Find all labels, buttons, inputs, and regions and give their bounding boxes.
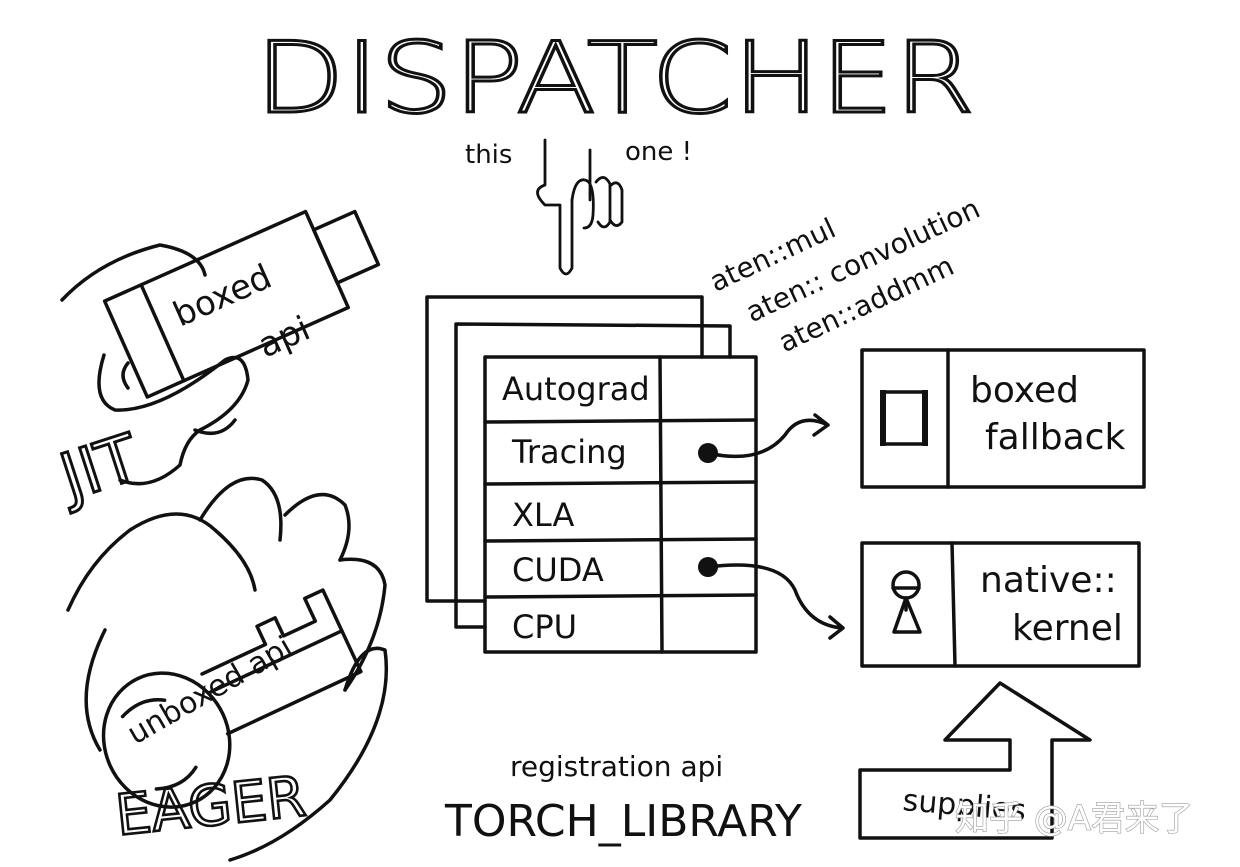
unboxed-api-key [101, 588, 363, 809]
boxed-fallback-line1: boxed [970, 370, 1079, 411]
dispatch-table-stack [425, 295, 758, 654]
boxed-fallback-box [860, 348, 1146, 489]
boxed-api-line2: api [252, 309, 316, 367]
kernel-icon [891, 570, 922, 634]
boxed-icon [880, 390, 928, 446]
supplies-arrow [858, 681, 1092, 840]
table-row-tracing: Tracing [511, 433, 627, 471]
boxed-api-device [102, 209, 381, 399]
operator-list: aten::mul aten:: convolution aten::addmm [704, 192, 984, 359]
registration-macro: TORCH_LIBRARY [444, 796, 802, 847]
boxed-api-line1: boxed [167, 257, 277, 335]
diagram-title: DISPATCHER [255, 22, 975, 136]
registration-caption: registration api [510, 750, 723, 783]
table-row-cuda: CUDA [512, 551, 604, 589]
pointer-this-label: this [465, 140, 512, 170]
native-kernel-line2: kernel [1012, 608, 1123, 649]
native-kernel-line1: native:: [980, 560, 1117, 601]
tracing-arrow [706, 413, 830, 459]
table-row-xla: XLA [512, 496, 574, 534]
boxed-fallback-line2: fallback [985, 417, 1125, 458]
pointing-hand-icon [536, 138, 624, 276]
cuda-arrow [706, 563, 845, 640]
table-row-cpu: CPU [512, 608, 577, 646]
pointer-one-label: one ! [625, 137, 692, 167]
dispatch-table [483, 355, 758, 654]
watermark: 知乎 @A君来了 [955, 799, 1193, 839]
unboxed-api-label: unboxed api [122, 630, 299, 752]
native-kernel-box [860, 541, 1141, 668]
table-row-autograd: Autograd [502, 370, 650, 408]
eager-hand-drawing [66, 476, 389, 862]
jit-label: JIT [48, 421, 149, 517]
